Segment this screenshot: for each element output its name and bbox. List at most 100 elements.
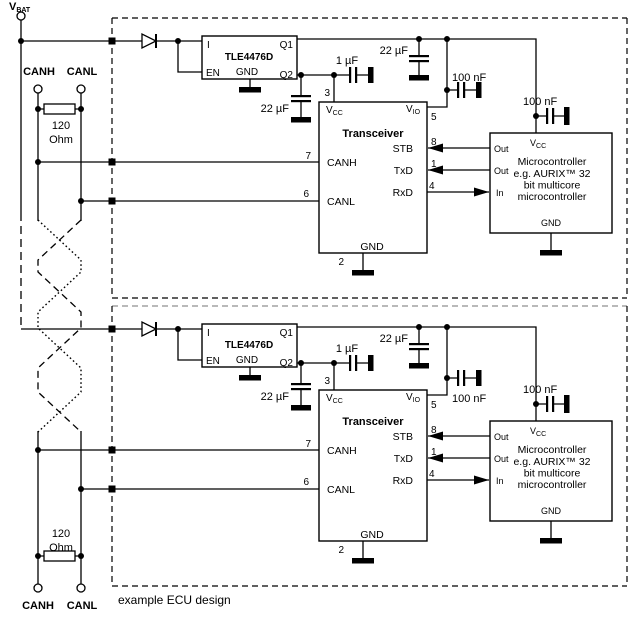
ecu-boundary-pin-vbat xyxy=(108,37,116,45)
rail-capacitor-label: 22 µF xyxy=(380,333,409,345)
vio-capacitor-label: 100 nF xyxy=(452,72,487,84)
vcc-capacitor-label: 1 µF xyxy=(336,55,359,67)
transceiver-rxd-pin-number: 4 xyxy=(429,181,435,192)
ecu-boundary-pin-vbat xyxy=(108,325,116,333)
mcu-in-label: In xyxy=(496,476,504,486)
rail-capacitor: 22 µF xyxy=(380,39,429,81)
transceiver-canh-pin-number: 7 xyxy=(305,151,311,162)
mcu-out1-label: Out xyxy=(494,144,509,154)
mcu-ground-symbol xyxy=(540,538,562,544)
mcu-capacitor: 100 nF xyxy=(523,96,570,125)
mcu-text-line4: microcontroller xyxy=(518,479,587,491)
vio-capacitor: 100 nF xyxy=(447,370,487,405)
transceiver-gnd-label: GND xyxy=(360,241,384,253)
transceiver-vcc-pin-number: 3 xyxy=(324,88,330,99)
signal-wires xyxy=(427,431,490,485)
txd-arrow xyxy=(428,165,443,175)
mcu-gnd-label: GND xyxy=(541,218,562,228)
reverse-polarity-diode xyxy=(141,32,158,50)
vbat-label: VBAT xyxy=(9,1,31,14)
vio-wire xyxy=(427,327,448,396)
vcc-filter-capacitor: 1 µF xyxy=(334,343,374,371)
vcc-capacitor-label: 1 µF xyxy=(336,343,359,355)
rxd-arrow xyxy=(474,187,489,197)
transceiver-gnd-label: GND xyxy=(360,529,384,541)
mcu-out2-label: Out xyxy=(494,166,509,176)
regulator-ground-symbol xyxy=(239,87,261,93)
mcu-text-line3: bit multicore xyxy=(524,180,581,192)
mcu-ground-symbol xyxy=(540,250,562,256)
terminator-top-value: 120 xyxy=(52,120,70,132)
transceiver-vcc-pin-number: 3 xyxy=(324,376,330,387)
mcu-vcc-label: VCC xyxy=(530,138,546,150)
q2-capacitor-label: 22 µF xyxy=(261,103,290,115)
mcu-out2-label: Out xyxy=(494,454,509,464)
twisted-pair-wire-a xyxy=(37,219,82,433)
canl-bottom-terminal xyxy=(76,583,86,593)
transceiver-rxd-pin-number: 4 xyxy=(429,469,435,480)
vio-capacitor: 100 nF xyxy=(447,72,487,98)
vio-capacitor-label: 100 nF xyxy=(452,393,487,405)
mcu-capacitor-label: 100 nF xyxy=(523,384,558,396)
transceiver-title: Transceiver xyxy=(342,128,404,140)
stb-arrow xyxy=(428,431,443,441)
q2-output-capacitor: 22 µF xyxy=(261,363,311,411)
transceiver-canl-pin-number: 6 xyxy=(303,189,309,200)
transceiver-canh-pin-number: 7 xyxy=(305,439,311,450)
regulator-pin-i: I xyxy=(207,40,210,51)
microcontroller-block: VCC Out Out In Microcontroller e.g. AURI… xyxy=(489,132,613,256)
ecu-box xyxy=(111,306,628,587)
q2-output-capacitor: 22 µF xyxy=(261,75,311,123)
can-branch-wires xyxy=(38,449,319,490)
mcu-text-line4: microcontroller xyxy=(518,191,587,203)
transceiver-vio-pin-number: 5 xyxy=(431,112,437,123)
regulator-pin-gnd: GND xyxy=(236,67,258,78)
stb-arrow xyxy=(428,143,443,153)
regulator-pin-i: I xyxy=(207,328,210,339)
microcontroller-block: VCC Out Out In Microcontroller e.g. AURI… xyxy=(489,420,613,544)
mcu-gnd-label: GND xyxy=(541,506,562,516)
transceiver-canh-label: CANH xyxy=(327,445,357,457)
twisted-pair-wire-b xyxy=(37,219,82,433)
transceiver-canl-pin-number: 6 xyxy=(303,477,309,488)
supply-feed-wires xyxy=(21,328,202,361)
transceiver-vcc-label: VCC xyxy=(326,105,343,117)
canl-top-terminal xyxy=(76,84,86,94)
transceiver-vcc-label: VCC xyxy=(326,393,343,405)
transceiver-canl-label: CANL xyxy=(327,484,355,496)
transceiver-ground-symbol xyxy=(352,270,374,276)
txd-arrow xyxy=(428,453,443,463)
voltage-regulator-block: I EN GND TLE4476D Q1 Q2 xyxy=(201,323,298,381)
rail-capacitor: 22 µF xyxy=(380,327,429,369)
can-branch-wires xyxy=(38,161,319,202)
transceiver-canh-label: CANH xyxy=(327,157,357,169)
terminator-bottom-value: 120 xyxy=(52,528,70,540)
regulator-pin-q1: Q1 xyxy=(280,40,294,51)
regulator-name: TLE4476D xyxy=(225,340,273,351)
mcu-vcc-label: VCC xyxy=(530,426,546,438)
transceiver-gnd-pin-number: 2 xyxy=(338,257,344,268)
rail-capacitor-label: 22 µF xyxy=(380,45,409,57)
regulator-pin-q1: Q1 xyxy=(280,328,294,339)
transceiver-txd-pin-number: 1 xyxy=(431,447,437,458)
vbat-terminal xyxy=(16,11,26,21)
canl-top-label: CANL xyxy=(67,66,98,78)
transceiver-stb-label: STB xyxy=(393,431,413,443)
transceiver-gnd-pin-number: 2 xyxy=(338,545,344,556)
regulator-pin-en: EN xyxy=(206,356,220,367)
regulator-pin-q2: Q2 xyxy=(280,358,294,369)
diagram-caption: example ECU design xyxy=(118,593,231,607)
mcu-text-line2: e.g. AURIX™ 32 xyxy=(513,168,590,180)
transceiver-vio-label: VIO xyxy=(406,104,421,116)
regulator-pin-gnd: GND xyxy=(236,355,258,366)
ecu-1: I EN GND TLE4476D Q1 Q2 22 µF 1 µF xyxy=(21,17,628,299)
canh-top-terminal xyxy=(33,84,43,94)
transceiver-txd-label: TxD xyxy=(394,165,414,177)
transceiver-canl-label: CANL xyxy=(327,196,355,208)
can-bus: VBAT CANH CANL 120 Ohm 120 Ohm xyxy=(9,1,98,612)
q1-rail xyxy=(297,38,537,133)
mcu-in-label: In xyxy=(496,188,504,198)
transceiver-vio-pin-number: 5 xyxy=(431,400,437,411)
